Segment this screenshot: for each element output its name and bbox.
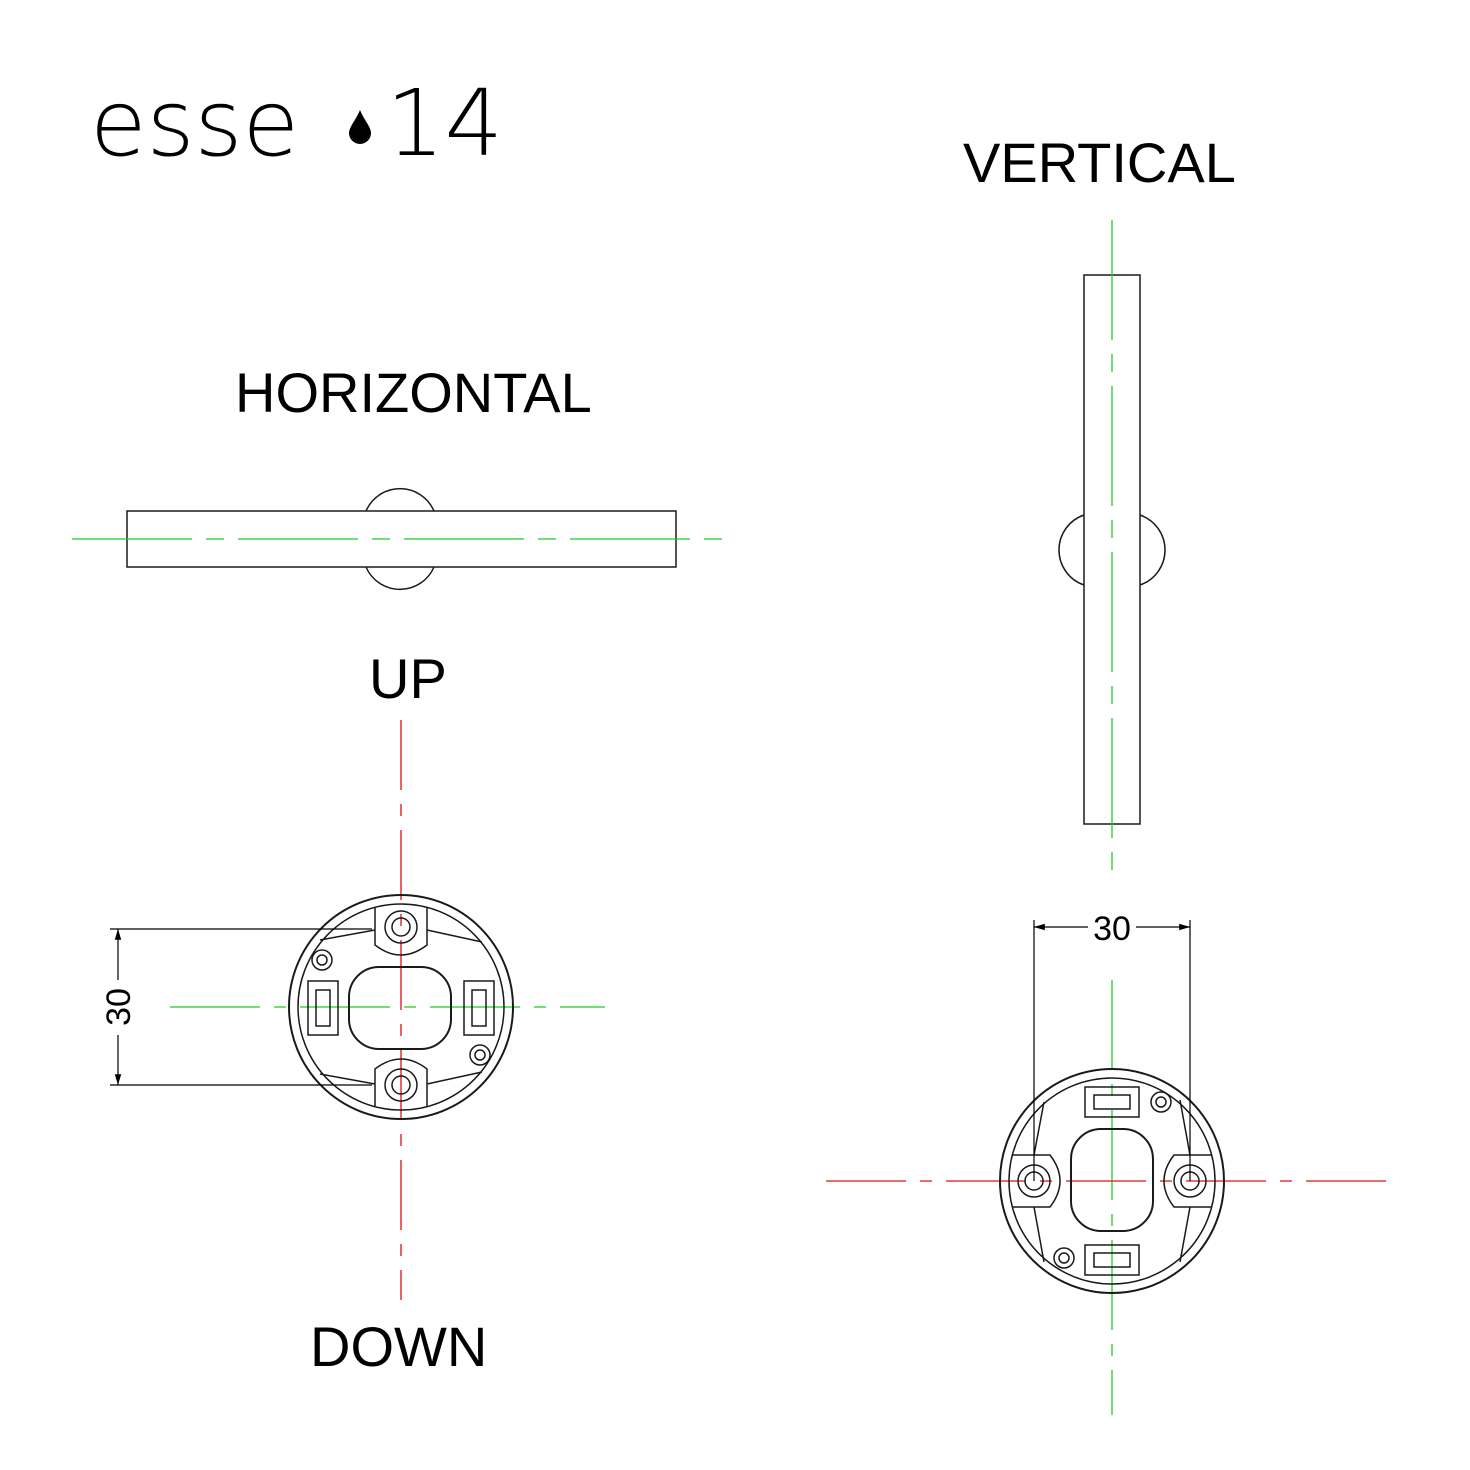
down-label: DOWN bbox=[310, 1315, 487, 1378]
brand-logo: esse 14 bbox=[90, 70, 503, 177]
brand-number: 14 bbox=[386, 70, 503, 177]
water-drop-icon bbox=[349, 110, 371, 144]
vertical-fixture-side-view bbox=[1058, 220, 1166, 880]
left-dimension: 30 bbox=[100, 928, 372, 1086]
right-dimension: 30 bbox=[1033, 910, 1191, 1181]
left-dimension-value: 30 bbox=[100, 988, 138, 1026]
horizontal-heading: HORIZONTAL bbox=[235, 361, 592, 424]
vertical-heading: VERTICAL bbox=[963, 131, 1236, 194]
brand-word: esse bbox=[90, 70, 299, 177]
horizontal-fixture-side-view bbox=[72, 487, 732, 591]
left-base-plate bbox=[170, 720, 605, 1300]
up-label: UP bbox=[369, 647, 447, 710]
right-dimension-value: 30 bbox=[1093, 910, 1131, 948]
right-base-plate bbox=[826, 980, 1398, 1415]
